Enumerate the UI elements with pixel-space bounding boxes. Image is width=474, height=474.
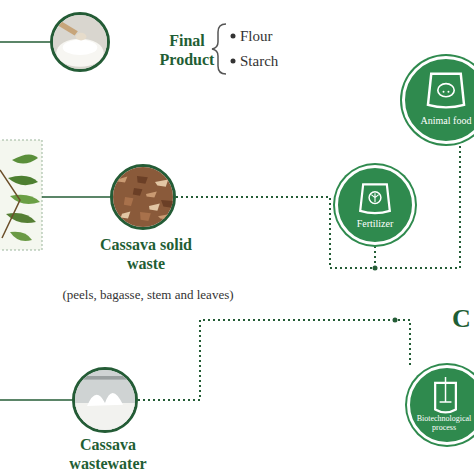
fertilizer-illustration <box>338 168 412 242</box>
leader-line <box>0 399 72 401</box>
leader-line <box>0 41 50 43</box>
photo-circle: Final Product <box>50 12 110 72</box>
edge-layer <box>138 144 460 400</box>
waste-illustration <box>113 167 173 227</box>
photo-circle: Cassava solid waste(peels, bagasse, stem… <box>110 164 176 230</box>
bullet-dot <box>231 59 236 64</box>
bullet-dot <box>231 34 236 39</box>
animal-illustration <box>405 59 474 141</box>
dotted-connector <box>176 144 460 268</box>
node-note: (peels, bagasse, stem and leaves) <box>13 287 283 303</box>
use-circle: Fertilizer <box>335 165 415 245</box>
use-circle: Biotechnological process <box>407 365 474 445</box>
node-heading: Final Product <box>151 31 223 69</box>
use-circle: Animal food <box>402 56 474 144</box>
water-illustration <box>75 370 135 430</box>
list-item: Starch <box>240 52 278 70</box>
node-label: Biotechnological process <box>412 414 474 432</box>
node-label: Animal food <box>405 115 474 126</box>
node-heading: Cassava solid waste <box>81 235 211 273</box>
node-label: Fertilizer <box>338 218 412 229</box>
cassava-plant-illustration <box>0 140 42 250</box>
section-letter: C <box>452 304 471 334</box>
photo-circle: Cassava wastewater <box>72 367 138 433</box>
node-heading: Cassava wastewater <box>43 435 173 473</box>
leader-line <box>42 196 110 198</box>
dotted-connector <box>138 320 410 400</box>
list-item: Flour <box>240 27 273 45</box>
flour-illustration <box>53 15 107 69</box>
